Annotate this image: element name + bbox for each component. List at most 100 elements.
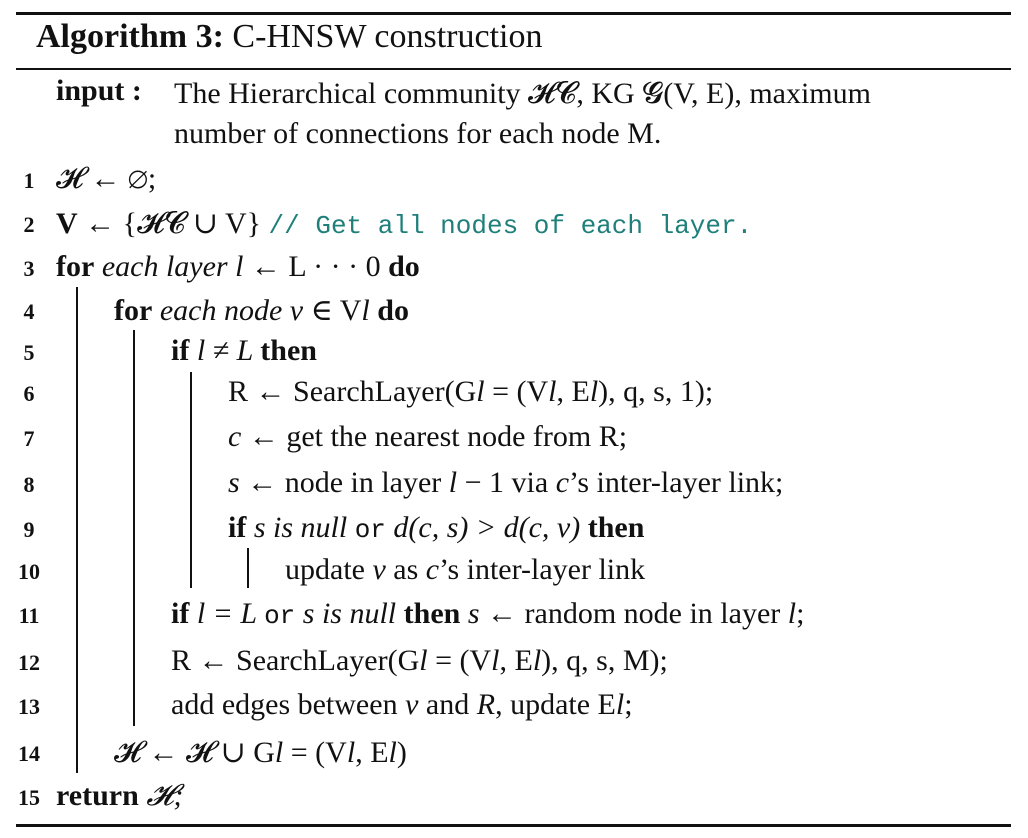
code-token: each layer l [94,250,251,283]
code-token: ; [796,597,805,630]
code-token: ), q, s, 1); [598,375,714,408]
code-token: do [388,250,420,283]
code-token: l [388,736,397,769]
mid-rule [16,68,1011,70]
code-line-15: return 𝓗; [56,779,183,813]
code-token: ← node in layer [239,466,449,499]
code-token: = (V [484,375,549,408]
code-token: ← L · · · 0 [250,250,389,283]
code-line-2: V ← {𝓗𝓒 ∪ V} // Get all nodes of each la… [56,206,752,241]
indent-bar-for-node [133,330,135,726]
code-token: update [285,553,373,586]
code-token: l [476,375,485,408]
code-line-5: if l ≠ L then [171,334,317,368]
code-token: if [171,334,190,367]
indent-bar-if-null [247,548,249,588]
code-token: ’s inter-layer link [439,553,646,586]
code-token: l [491,644,500,677]
code-token: s [460,597,488,630]
code-line-1: 𝓗 ← ∅; [56,162,156,196]
line-number-2: 2 [23,212,35,237]
code-token: s [228,466,240,499]
code-token: , E [355,736,389,769]
line-number-12: 12 [18,650,40,675]
code-token: ), q, s, M); [541,644,668,677]
code-token: R ← SearchLayer(G [228,375,477,408]
line-number-15: 15 [18,785,40,810]
code-token: V [56,207,78,240]
code-line-7: c ← get the nearest node from R; [228,420,627,454]
line-number-11: 11 [18,603,40,628]
code-token: l [532,644,542,677]
code-token: 𝓗 ← ∅; [56,162,157,195]
code-token: ∈ V [310,294,362,327]
code-token: l [615,688,625,721]
code-line-9: if s is null or d(c, s) > d(c, v) then [228,511,644,545]
code-token: l [274,736,284,769]
code-line-4: for each node v ∈ Vl do [114,293,409,328]
code-token: // Get all nodes of each layer. [268,211,753,241]
code-token: for [56,250,95,283]
code-token: as [385,553,426,586]
code-token: , E [556,375,590,408]
line-number-1: 1 [23,168,35,193]
code-token: ) [396,736,407,769]
code-line-8: s ← node in layer l − 1 via c’s inter-la… [228,466,783,500]
algorithm-title: Algorithm 3: C-HNSW construction [36,18,543,56]
code-token: l [589,375,599,408]
code-token: add edges between [171,688,406,721]
code-token: if [171,597,190,630]
code-token: do [369,294,409,327]
code-token: c [228,420,242,453]
indent-bar-if-then [190,372,192,588]
code-token: 𝓗; [138,779,184,812]
input-line-1: The Hierarchical community 𝓗𝓒, KG 𝓖(V, E… [174,77,871,110]
line-number-14: 14 [18,741,40,766]
code-line-3: for each layer l ← L · · · 0 do [56,250,420,284]
code-token: s is null [246,511,355,544]
code-token: v [372,553,386,586]
code-token: c [425,553,440,586]
line-number-5: 5 [23,340,35,365]
code-token: l [361,294,370,327]
top-rule [16,12,1011,15]
code-line-10: update v as c’s inter-layer link [285,553,645,587]
line-number-3: 3 [23,256,35,281]
code-token: ← get the nearest node from R; [241,420,628,453]
line-number-9: 9 [23,517,35,542]
line-number-6: 6 [23,381,35,406]
code-token: l = L [189,597,265,630]
algorithm-label: Algorithm 3: [36,18,224,55]
line-number-10: 10 [18,559,40,584]
code-line-12: R ← SearchLayer(Gl = (Vl, El), q, s, M); [171,644,668,678]
code-token: then [587,511,645,544]
code-line-13: add edges between v and R, update El; [171,688,633,722]
code-token: c [555,466,570,499]
code-token: = (V [283,736,347,769]
code-token: − 1 via [457,466,556,499]
input-label: input : [56,74,142,107]
code-token: ← random node in layer [487,597,788,630]
code-token: s is null [295,597,404,630]
code-token: ’s inter-layer link; [569,466,784,499]
code-line-11: if l = L or s is null then s ← random no… [171,597,804,631]
code-token: ; [624,688,633,721]
code-token: and [418,688,477,721]
code-token: = (V [427,644,492,677]
line-number-4: 4 [23,299,35,324]
code-token: then [403,597,461,630]
code-token: or [264,601,296,631]
code-line-14: 𝓗 ← 𝓗 ∪ Gl = (Vl, El) [114,735,407,770]
code-token: 𝓗 ← 𝓗 ∪ G [114,736,275,769]
input-line-2: number of connections for each node M. [174,117,662,150]
bottom-rule [16,824,1011,827]
line-number-8: 8 [23,472,35,497]
code-token: then [260,334,317,367]
code-token: return [56,779,139,812]
algorithm-name: C-HNSW construction [232,18,543,55]
code-token: R [476,688,496,721]
code-token: l [346,736,356,769]
line-number-13: 13 [18,694,40,719]
code-token: , update E [495,688,616,721]
code-token: l ≠ L [189,334,261,367]
